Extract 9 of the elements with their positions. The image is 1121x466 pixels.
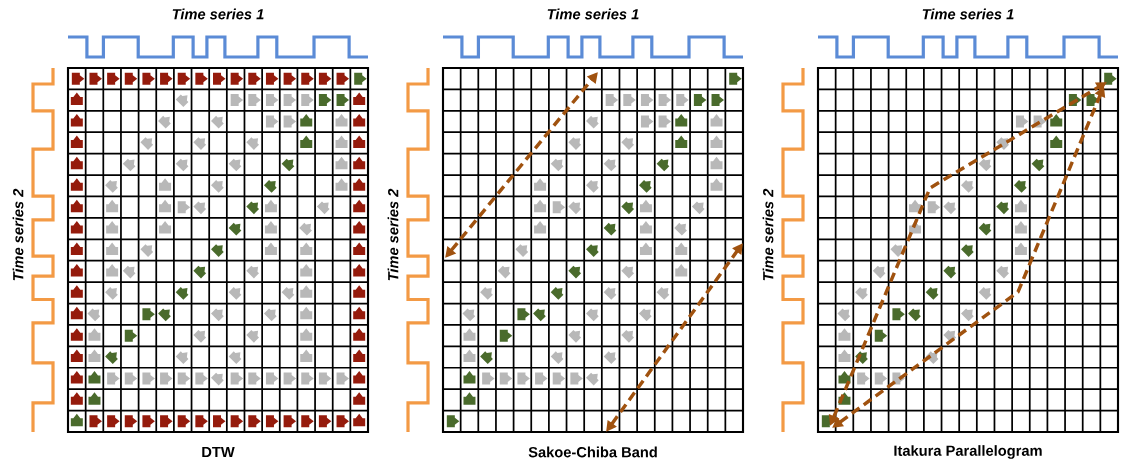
axis-title: Time series 1 xyxy=(922,8,1014,20)
panel-caption: DTW xyxy=(202,446,235,458)
axis-title: Time series 1 xyxy=(172,8,264,20)
axis-title: Time series 1 xyxy=(547,8,639,20)
axis-title: Time series 2 xyxy=(387,188,399,281)
axis-title: Time series 2 xyxy=(12,188,24,281)
axis-title: Time series 2 xyxy=(762,188,774,281)
panel-caption: Sakoe-Chiba Band xyxy=(528,446,657,458)
panel-caption: Itakura Parallelogram xyxy=(894,445,1042,459)
